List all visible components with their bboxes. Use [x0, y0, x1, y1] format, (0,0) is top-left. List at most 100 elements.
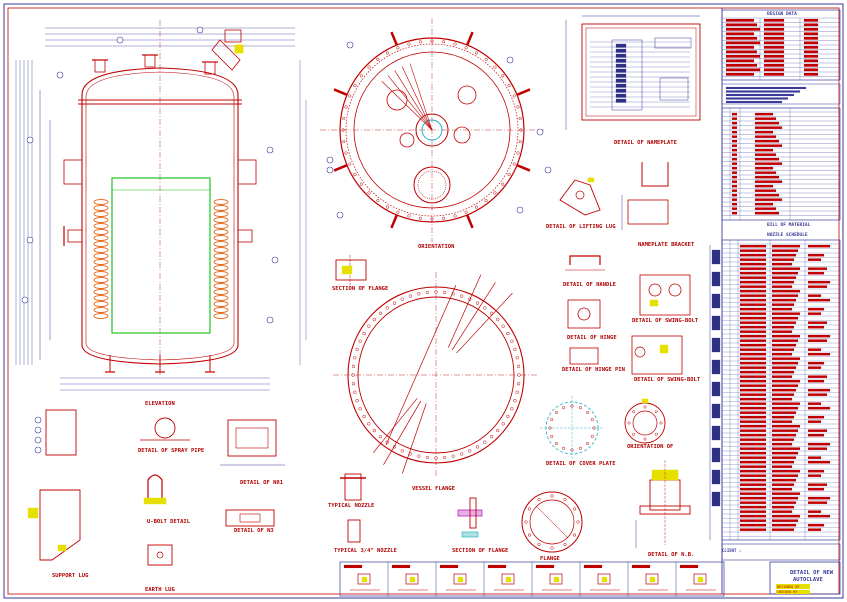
nozzle-text-block — [739, 501, 767, 504]
note-line — [725, 86, 807, 90]
data-text-block — [763, 54, 785, 58]
handle-profile — [569, 255, 601, 265]
support-lug-left — [63, 159, 83, 185]
title-sub-2: CHECKED BY — [777, 590, 797, 594]
flange-bolt-hole — [475, 445, 480, 449]
nozzle-text-block — [771, 384, 799, 387]
heating-coil-turn — [93, 205, 109, 211]
hinge-detail — [567, 299, 601, 329]
nozzle-text-block — [807, 514, 831, 518]
nozzle-text-block — [771, 276, 797, 279]
heating-coil-turn — [213, 229, 229, 235]
flange-bolt-hole — [468, 297, 472, 301]
data-text-block — [763, 63, 785, 67]
nozzle-text-block — [771, 388, 797, 392]
manhole-inner — [417, 170, 447, 200]
bom-text-block — [731, 198, 738, 201]
nozzle-text-block — [771, 361, 799, 365]
label-orientation: ORIENTATION — [418, 244, 454, 250]
heating-coil-turn — [93, 295, 109, 301]
revision-tab — [711, 447, 721, 463]
lug-highlight — [587, 177, 595, 183]
side-nozzle-right — [237, 229, 253, 243]
nameplate-cell — [615, 88, 627, 93]
data-text-block — [763, 36, 785, 40]
nameplate-cell — [615, 48, 627, 53]
radial-line — [409, 63, 433, 131]
data-text-block — [803, 18, 819, 22]
nameplate-logo — [659, 77, 689, 101]
label-detail-spray-pipe: DETAIL OF SPRAY PIPE — [138, 448, 204, 454]
flange-bolt-hole — [527, 507, 532, 511]
nozzle-text-block — [739, 402, 767, 405]
bom-text-block — [754, 193, 780, 197]
nozzle-text-block — [739, 442, 767, 446]
nozzle-text-block — [807, 312, 822, 315]
nozzle-text-block — [807, 280, 831, 284]
bolt-angle-line — [383, 400, 422, 465]
flange-bolt-hole — [408, 294, 413, 298]
label-vessel-flange: VESSEL FLANGE — [412, 486, 455, 492]
nozzle-text-block — [771, 433, 797, 437]
flange-bolt-hole — [342, 116, 346, 120]
bottom-flange-inner — [529, 499, 575, 545]
data-text-block — [803, 41, 819, 45]
nozzle-text-block — [739, 510, 767, 513]
balloon-marker-icon — [346, 41, 354, 49]
note-line — [725, 93, 795, 97]
nozzle-orientation-inner — [632, 410, 658, 436]
strip-caption — [631, 564, 651, 569]
flange-bolt-hole — [355, 347, 359, 352]
bom-text-block — [731, 175, 738, 179]
flange-bolt-hole — [358, 407, 362, 411]
nozzle-text-block — [739, 528, 767, 531]
nameplate-cell — [615, 68, 627, 73]
bottom-strip — [339, 561, 725, 597]
strip-highlight — [457, 576, 464, 583]
flange-bolt-hole — [358, 339, 362, 343]
heating-coil-turn — [93, 241, 109, 247]
flange-bolt-hole — [512, 94, 516, 98]
nozzle-text-block — [807, 285, 828, 288]
radial-line — [394, 70, 433, 131]
flange-bolt-hole — [507, 172, 511, 177]
heating-coil-turn — [213, 259, 229, 265]
flange-bolt-hole — [513, 347, 517, 352]
flange-bolt-hole — [510, 339, 514, 343]
flange-bolt-hole — [501, 182, 505, 186]
flange-section-highlight — [341, 265, 353, 275]
balloon-marker-icon — [271, 256, 279, 264]
flange-bolt-hole — [353, 356, 357, 360]
revision-tab — [711, 271, 721, 287]
strip-weld-detail — [501, 573, 515, 585]
nozzle-text-block — [771, 465, 793, 468]
lifting-lug — [559, 179, 601, 216]
bom-text-block — [731, 162, 738, 165]
spray-pipe-circle — [154, 417, 176, 439]
nozzle-text-block — [807, 501, 828, 504]
nozzle-text-block — [807, 388, 831, 392]
flange-bolt-hole — [550, 546, 554, 550]
nozzle-text-block — [807, 474, 822, 477]
flange-bolt-hole — [407, 42, 411, 46]
nozzle-text-block — [739, 352, 767, 356]
balloon-marker-icon — [34, 446, 42, 454]
flange-bolt-hole — [459, 452, 464, 456]
nozzle-text-block — [739, 474, 767, 477]
bracket-profile — [641, 162, 669, 187]
nozzle-text-block — [807, 298, 831, 302]
bom-text-block — [731, 211, 738, 215]
swing-bolt — [333, 164, 348, 172]
nozzle-text-block — [771, 357, 801, 360]
nozzle-text-block — [771, 316, 799, 320]
bolt-angle-line — [456, 292, 513, 354]
center-nozzle-inner — [421, 119, 443, 141]
nozzle-text-block — [739, 483, 767, 486]
n01-inner — [235, 427, 269, 449]
nozzle-text-block — [771, 510, 793, 513]
nozzle-text-block — [739, 492, 767, 495]
swing-bolt — [466, 31, 474, 46]
strip-caption — [583, 564, 603, 569]
nozzle-text-block — [771, 366, 797, 369]
flange-bolt-hole — [512, 162, 516, 166]
